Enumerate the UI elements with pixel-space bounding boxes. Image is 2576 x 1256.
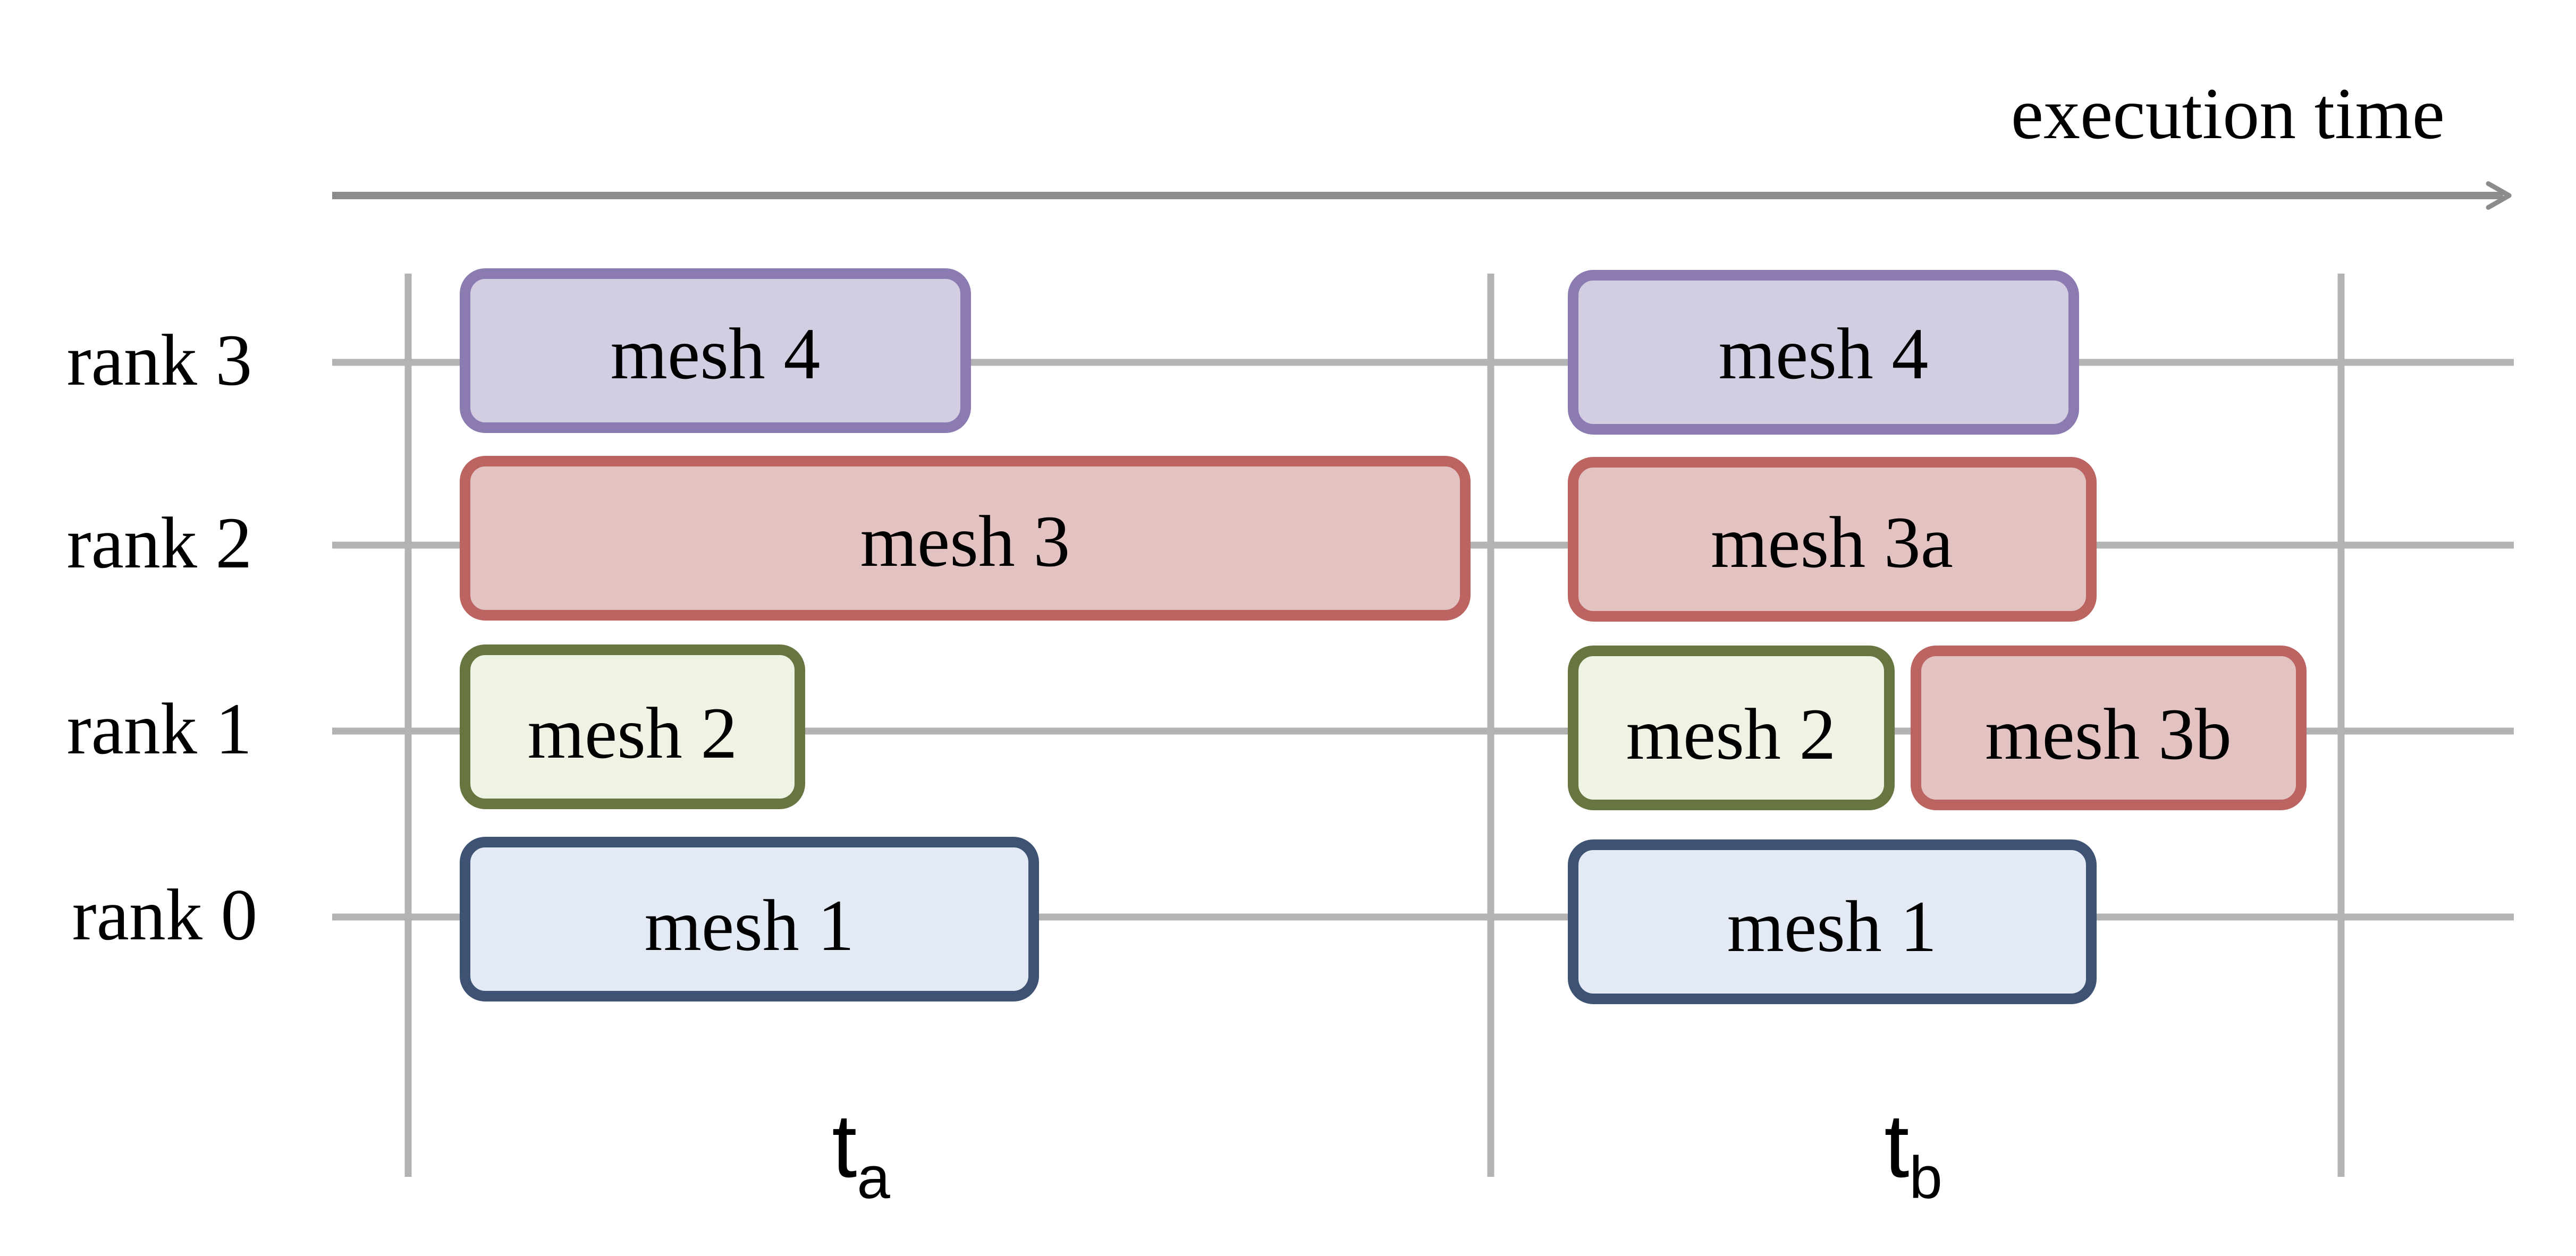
mesh-box (460, 268, 971, 433)
phase-b-label: tb (1884, 1096, 1942, 1211)
mesh-label: mesh 1 (645, 885, 855, 966)
phase-a-mesh-4: mesh 4 (460, 268, 971, 433)
mesh-label: mesh 4 (611, 313, 821, 394)
phase-a-label: ta (832, 1096, 890, 1211)
mesh-box (460, 837, 1039, 1002)
phase-a-main: t (832, 1096, 857, 1196)
mesh-label: mesh 2 (1626, 693, 1836, 775)
mesh-label: mesh 4 (1719, 313, 1929, 394)
mesh-label: mesh 3a (1711, 502, 1953, 583)
phase-b-mesh-1: mesh 1 (1568, 839, 2097, 1004)
execution-time-label: execution time (2011, 73, 2445, 154)
phase-b-mesh-2: mesh 2 (1568, 646, 1895, 810)
mesh-box (460, 644, 805, 809)
mesh-box (1911, 646, 2307, 810)
mesh-box (1568, 457, 2097, 622)
rank-0-label: rank 0 (72, 874, 258, 955)
phase-b-mesh-3b: mesh 3b (1911, 646, 2307, 810)
phase-b-main: t (1884, 1096, 1909, 1196)
phase-a-mesh-3: mesh 3 (460, 456, 1471, 621)
phase-b-mesh-3a: mesh 3a (1568, 457, 2097, 622)
phase-a-mesh-2: mesh 2 (460, 644, 805, 809)
mesh-box (460, 456, 1471, 621)
mesh-box (1568, 839, 2097, 1004)
mesh-label: mesh 2 (528, 692, 738, 774)
mesh-box (1568, 270, 2079, 435)
phase-b-mesh-4: mesh 4 (1568, 270, 2079, 435)
rank-1-label: rank 1 (67, 688, 252, 769)
rank-3-label: rank 3 (67, 319, 252, 401)
rank-2-label: rank 2 (67, 502, 252, 583)
phase-b-subscript: b (1909, 1144, 1942, 1211)
mesh-label: mesh 3 (860, 500, 1070, 582)
mesh-label: mesh 1 (1727, 886, 1937, 967)
mesh-box (1568, 646, 1895, 810)
phase-a-mesh-1: mesh 1 (460, 837, 1039, 1002)
phase-a-subscript: a (857, 1144, 890, 1211)
mesh-label: mesh 3b (1985, 693, 2232, 775)
